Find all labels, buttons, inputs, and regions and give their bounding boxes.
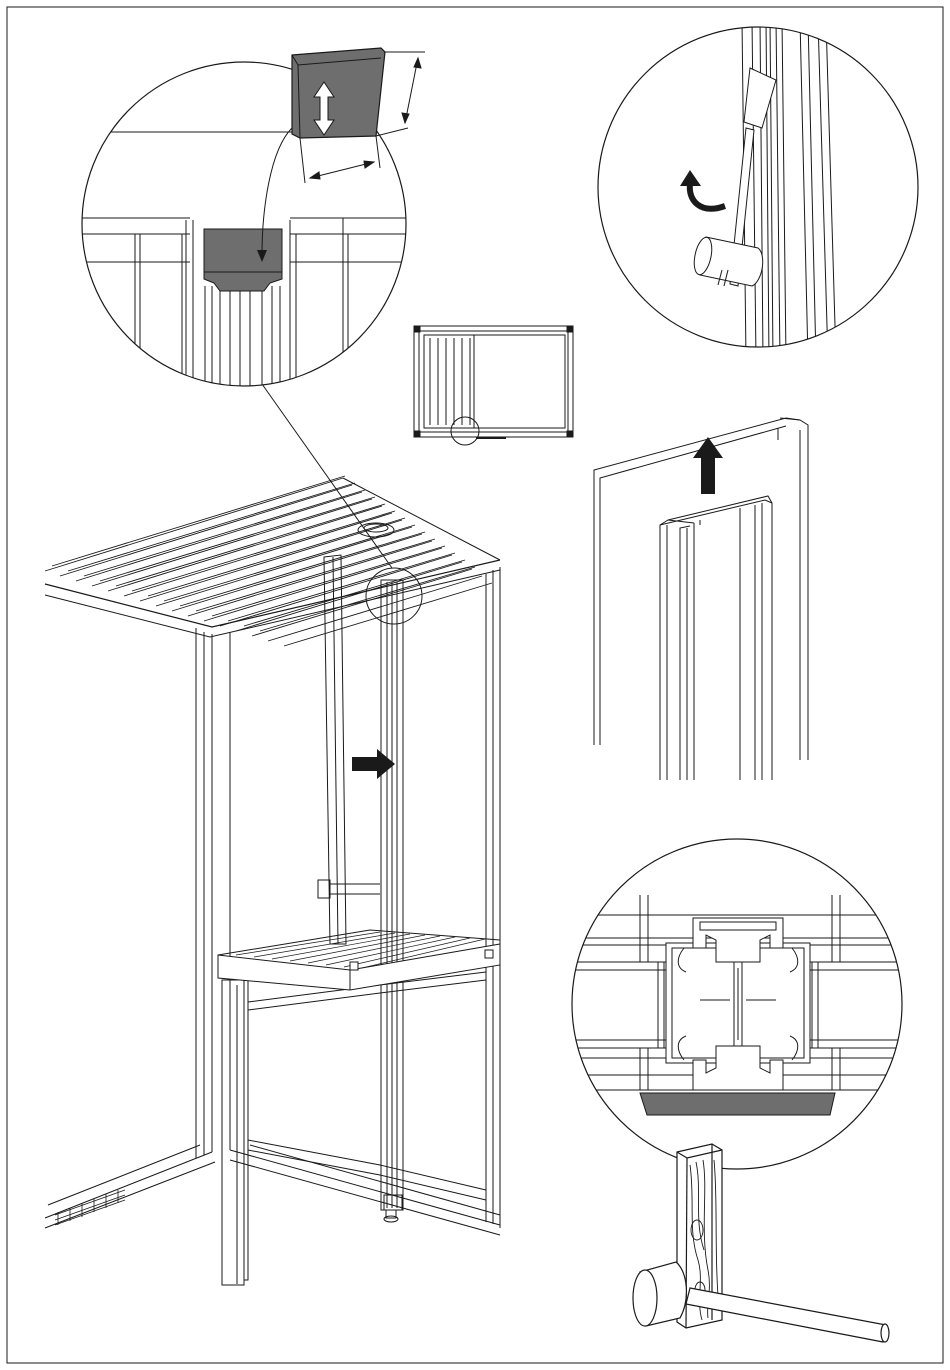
main-cabin-scene	[45, 476, 500, 1285]
ceiling-slats	[45, 476, 492, 646]
leader-line	[262, 384, 392, 568]
magnifier-circle-icon	[451, 417, 479, 445]
detail-ceiling-block	[80, 48, 425, 400]
detail-lever-tool	[598, 20, 918, 360]
detail-profile-section	[560, 839, 920, 1169]
magnifier-circle-icon	[366, 568, 422, 624]
hammer-icon	[633, 1262, 889, 1342]
ceiling-vent-icon	[358, 523, 394, 537]
plan-view-thumbnail	[414, 326, 573, 445]
push-arrow-icon	[352, 749, 395, 779]
up-arrow-icon	[693, 437, 723, 494]
